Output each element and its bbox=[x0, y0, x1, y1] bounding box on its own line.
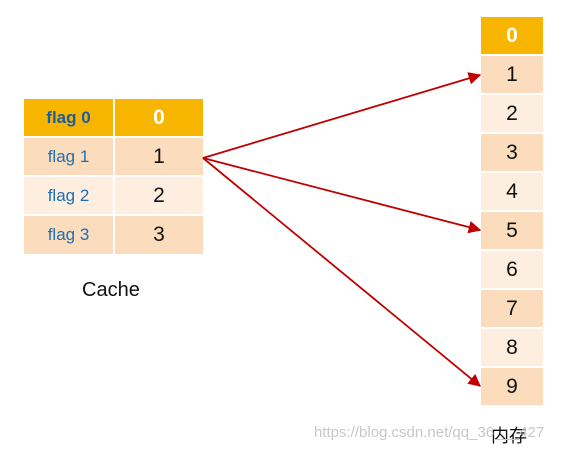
cache-flag-1: flag 1 bbox=[24, 138, 115, 177]
memory-block-1: 1 bbox=[481, 56, 545, 95]
memory-block-8: 8 bbox=[481, 329, 545, 368]
cache-flag-0: flag 0 bbox=[24, 99, 115, 138]
memory-block-2: 2 bbox=[481, 95, 545, 134]
memory-block-9: 9 bbox=[481, 368, 545, 407]
memory-block-5: 5 bbox=[481, 212, 545, 251]
memory-label: 内存 bbox=[491, 426, 527, 447]
cache-line-2: 2 bbox=[115, 177, 205, 216]
memory-block-3: 3 bbox=[481, 134, 545, 173]
cache-flag-3: flag 3 bbox=[24, 216, 115, 256]
arrow-to-block-1 bbox=[202, 72, 482, 159]
cache-line-1: 1 bbox=[115, 138, 205, 177]
cache-line-0: 0 bbox=[115, 99, 205, 138]
memory-block-7: 7 bbox=[481, 290, 545, 329]
cache-line-3: 3 bbox=[115, 216, 205, 256]
memory-block-4: 4 bbox=[481, 173, 545, 212]
memory-block-0: 0 bbox=[481, 17, 545, 56]
memory-block-6: 6 bbox=[481, 251, 545, 290]
arrow-to-block-9 bbox=[202, 157, 481, 387]
cache-label: Cache bbox=[82, 279, 140, 301]
arrow-to-block-5 bbox=[202, 157, 482, 234]
watermark: https://blog.csdn.net/qq_36___427 bbox=[314, 424, 545, 441]
cache-flag-2: flag 2 bbox=[24, 177, 115, 216]
